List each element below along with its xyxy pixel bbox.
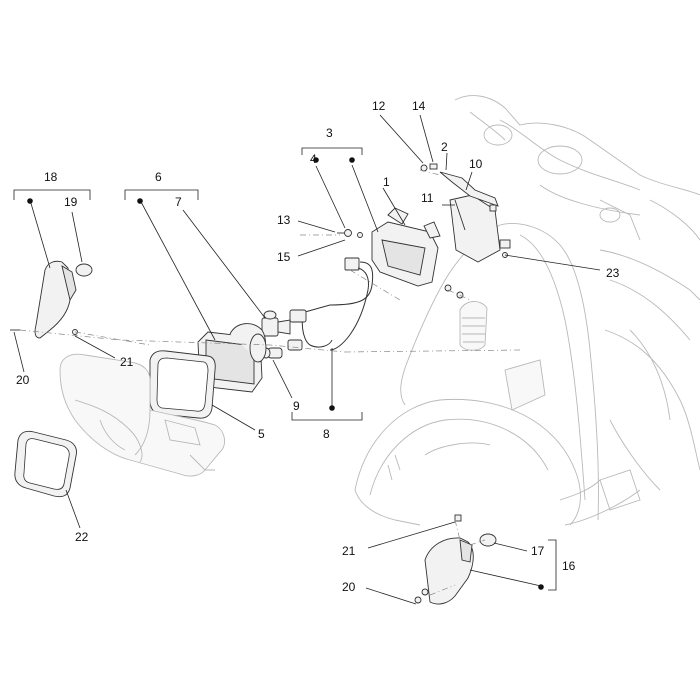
callout-20-right: 20 xyxy=(342,580,356,594)
callout-4: 4 xyxy=(310,152,317,166)
left-lens-trim xyxy=(14,430,77,498)
fasteners xyxy=(10,163,511,604)
callout-8: 8 xyxy=(323,427,330,441)
dot-4 xyxy=(313,157,319,163)
callout-16: 16 xyxy=(562,559,576,573)
callout-12: 12 xyxy=(372,99,386,113)
headlamp-bulb xyxy=(261,310,291,337)
callout-labels: 1 2 3 4 5 6 7 8 9 10 11 12 13 14 15 16 1… xyxy=(16,99,620,594)
callout-7: 7 xyxy=(175,195,182,209)
scooter-body-outline xyxy=(354,95,700,526)
callout-2: 2 xyxy=(441,140,448,154)
callout-22: 22 xyxy=(75,530,89,544)
wiring-harness xyxy=(287,257,374,351)
callout-23: 23 xyxy=(606,266,620,280)
callout-14: 14 xyxy=(412,99,426,113)
callout-18: 18 xyxy=(44,170,58,184)
callout-5: 5 xyxy=(258,427,265,441)
dot-8 xyxy=(329,405,335,411)
callout-10: 10 xyxy=(469,157,483,171)
callout-11: 11 xyxy=(421,191,434,205)
dot-6 xyxy=(137,198,143,204)
callout-20-left: 20 xyxy=(16,373,30,387)
callout-21-right: 21 xyxy=(342,544,356,558)
dot-18 xyxy=(27,198,33,204)
callout-21-left: 21 xyxy=(120,355,134,369)
callout-dots xyxy=(27,157,544,590)
callout-9: 9 xyxy=(293,399,300,413)
callout-3: 3 xyxy=(326,126,333,140)
assembly-axes xyxy=(19,169,521,596)
leader-lines xyxy=(13,114,601,605)
callout-15: 15 xyxy=(277,250,291,264)
callout-1: 1 xyxy=(383,175,390,189)
dot-16 xyxy=(538,584,544,590)
left-turn-signal xyxy=(34,260,93,339)
callout-17: 17 xyxy=(531,544,545,558)
callout-19: 19 xyxy=(64,195,78,209)
callout-6: 6 xyxy=(155,170,162,184)
right-turn-signal xyxy=(424,533,497,605)
dot-3 xyxy=(349,157,355,163)
headlamp-bracket xyxy=(371,207,441,287)
callout-13: 13 xyxy=(277,213,291,227)
handlebar-cover xyxy=(59,353,226,477)
headlamp-trim-ring xyxy=(149,350,216,419)
lamp-support-plate xyxy=(439,171,501,263)
